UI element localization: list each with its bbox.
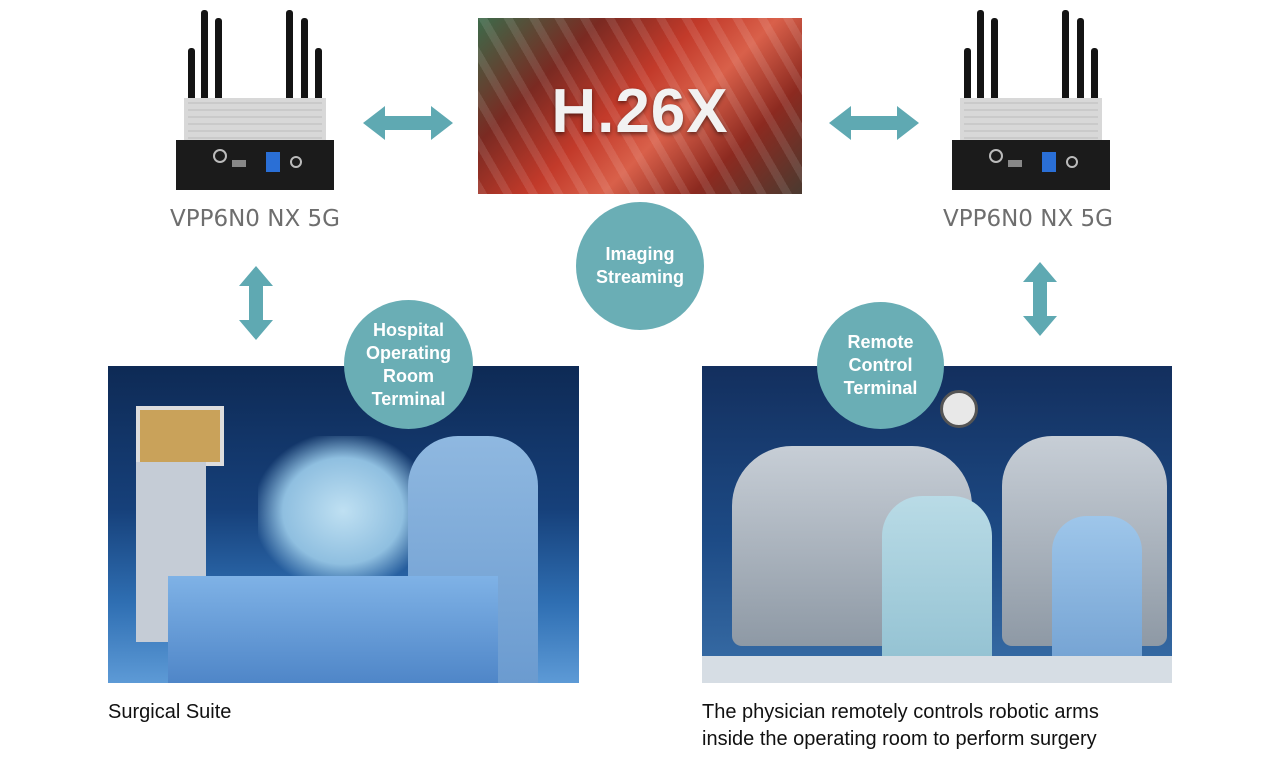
device-label-right: VPP6N0 NX 5G — [943, 206, 1113, 232]
caption-physician-line1: The physician remotely controls robotic … — [702, 701, 1099, 723]
imaging-streaming-bubble: Imaging Streaming — [576, 202, 704, 330]
video-stream-image: H.26X — [478, 18, 802, 194]
binary-overlay — [478, 18, 802, 194]
caption-surgical-suite: Surgical Suite — [108, 701, 232, 723]
remote-terminal-bubble: Remote Control Terminal — [817, 302, 944, 429]
codec-text: H.26X — [551, 77, 729, 146]
caption-physician-line2: inside the operating room to perform sur… — [702, 728, 1097, 750]
remote-control-photo — [702, 366, 1172, 683]
arrow-device-left-to-surgical — [239, 266, 273, 340]
edge-device-left — [176, 10, 334, 190]
physician-figure-1 — [882, 496, 992, 683]
console-floor — [702, 656, 1172, 683]
arrow-device-left-to-stream — [363, 106, 453, 140]
surgical-drape — [168, 576, 498, 683]
arrow-stream-to-device-right — [829, 106, 919, 140]
device-label-left: VPP6N0 NX 5G — [170, 206, 340, 232]
wall-clock — [940, 390, 978, 428]
surgical-monitor — [136, 406, 224, 466]
edge-device-right — [952, 10, 1110, 190]
physician-figure-2 — [1052, 516, 1142, 683]
arrow-device-right-to-remote — [1023, 262, 1057, 336]
robot-arms — [258, 436, 428, 586]
hospital-terminal-bubble: Hospital Operating Room Terminal — [344, 300, 473, 429]
surgical-suite-photo — [108, 366, 579, 683]
